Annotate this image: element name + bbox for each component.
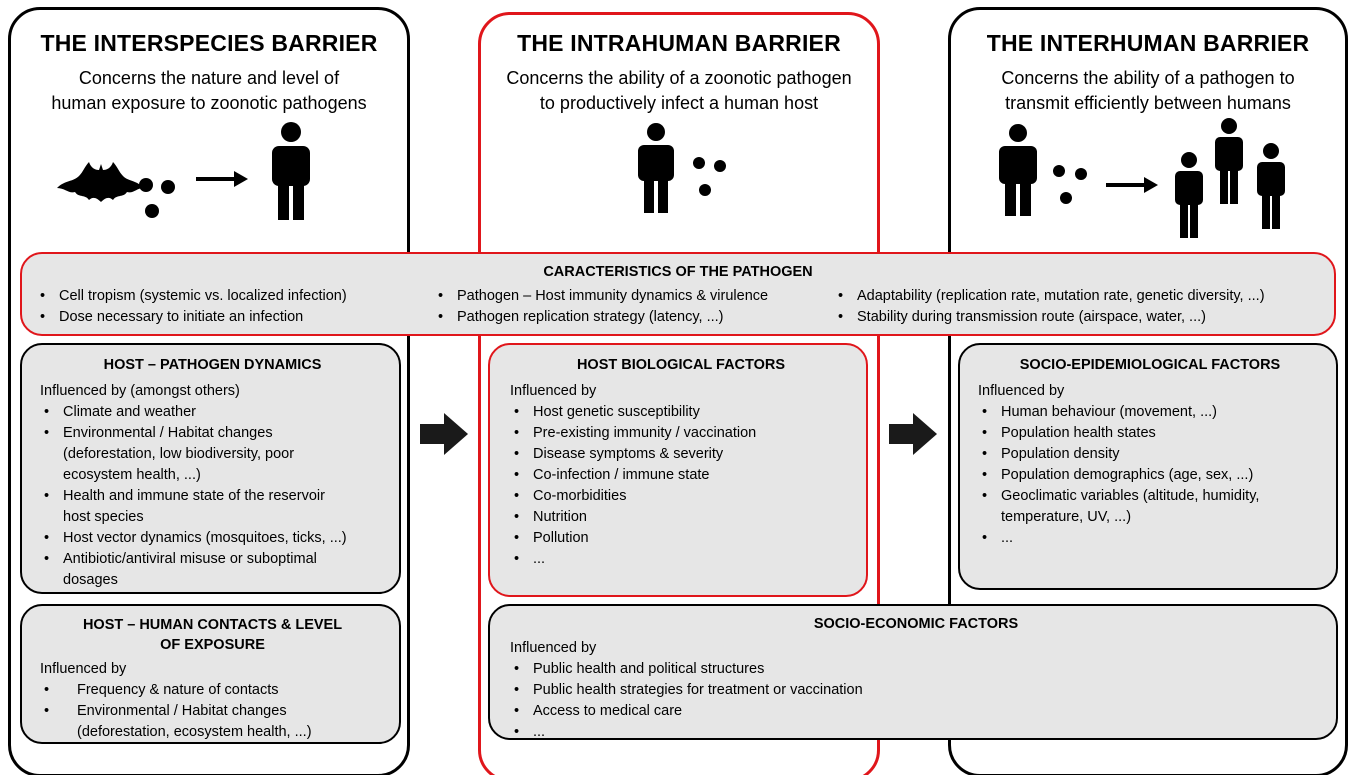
list-item: Pathogen replication strategy (latency, … [434, 307, 834, 328]
pathogen-list-col1: Cell tropism (systemic vs. localized inf… [36, 286, 434, 328]
pathogen-particle-icon [1053, 165, 1087, 204]
list-item: Public health strategies for treatment o… [510, 680, 1322, 701]
pathogen-characteristics-title: CARACTERISTICS OF THE PATHOGEN [543, 264, 813, 280]
person-icon [272, 122, 310, 220]
pathogen-characteristics-box: CARACTERISTICS OF THE PATHOGEN Cell trop… [20, 252, 1336, 336]
list-item: Climate and weather [40, 402, 385, 423]
list-item: Cell tropism (systemic vs. localized inf… [36, 286, 434, 307]
person-icon [1175, 152, 1203, 238]
host-pathogen-list: Climate and weather Environmental / Habi… [40, 402, 385, 591]
host-pathogen-dynamics-box: HOST – PATHOGEN DYNAMICS Influenced by (… [20, 343, 401, 594]
list-item: Population demographics (age, sex, ...) [978, 465, 1322, 486]
list-item: Pollution [510, 528, 852, 549]
list-item: Access to medical care [510, 701, 1322, 722]
list-item: Adaptability (replication rate, mutation… [834, 286, 1324, 307]
list-item: Population health states [978, 423, 1322, 444]
socio-epidemiological-factors-box: SOCIO-EPIDEMIOLOGICAL FACTORS Influenced… [958, 343, 1338, 590]
host-human-contacts-title: HOST – HUMAN CONTACTS & LEVEL OF EXPOSUR… [82, 617, 343, 653]
host-biological-intro: Influenced by [510, 383, 597, 399]
host-biological-factors-title: HOST BIOLOGICAL FACTORS [576, 357, 786, 373]
interspecies-title: THE INTERSPECIES BARRIER [40, 30, 378, 56]
socio-epidemiological-title: SOCIO-EPIDEMIOLOGICAL FACTORS [1019, 357, 1281, 373]
bat-icon [57, 162, 143, 202]
person-icon [1257, 143, 1285, 229]
host-human-contacts-box: HOST – HUMAN CONTACTS & LEVEL OF EXPOSUR… [20, 604, 401, 744]
list-item: ... [978, 528, 1322, 549]
socio-epidemiological-intro: Influenced by [978, 383, 1065, 399]
flow-arrow-icon [420, 413, 468, 455]
list-item: Host vector dynamics (mosquitoes, ticks,… [40, 528, 385, 549]
person-icon [638, 123, 674, 213]
list-item: ... [510, 722, 1322, 743]
flow-arrow-icon [889, 413, 937, 455]
socio-economic-title: SOCIO-ECONOMIC FACTORS [813, 616, 1019, 632]
list-item: Health and immune state of the reservoir… [40, 486, 385, 528]
pathogen-particle-icon [139, 178, 175, 218]
interspecies-subtitle: Concerns the nature and level of human e… [51, 68, 367, 113]
intrahuman-title: THE INTRAHUMAN BARRIER [517, 30, 841, 56]
list-item: Co-infection / immune state [510, 465, 852, 486]
person-icon [1215, 118, 1243, 204]
list-item: Environmental / Habitat changes(deforest… [40, 423, 385, 486]
right-arrow-icon [196, 171, 248, 187]
list-item: Nutrition [510, 507, 852, 528]
pathogen-particle-icon [693, 157, 726, 196]
socio-epidemiological-list: Human behaviour (movement, ...) Populati… [978, 402, 1322, 549]
list-item: ... [510, 549, 852, 570]
list-item: Pre-existing immunity / vaccination [510, 423, 852, 444]
list-item: Antibiotic/antiviral misuse or suboptima… [40, 549, 385, 591]
person-icon [999, 124, 1037, 216]
interhuman-subtitle: Concerns the ability of a pathogen to tr… [1001, 68, 1295, 113]
list-item: Frequency & nature of contacts [40, 680, 385, 701]
list-item: Host genetic susceptibility [510, 402, 852, 423]
list-item: Stability during transmission route (air… [834, 307, 1324, 328]
list-item: Environmental / Habitat changes(deforest… [40, 701, 385, 743]
list-item: Dose necessary to initiate an infection [36, 307, 434, 328]
list-item: Population density [978, 444, 1322, 465]
host-biological-list: Host genetic susceptibility Pre-existing… [510, 402, 852, 570]
pathogen-list-col3: Adaptability (replication rate, mutation… [834, 286, 1324, 328]
list-item: Geoclimatic variables (altitude, humidit… [978, 486, 1322, 528]
host-human-intro: Influenced by [40, 661, 127, 677]
intrahuman-subtitle: Concerns the ability of a zoonotic patho… [506, 68, 852, 113]
right-arrow-icon [1106, 177, 1158, 193]
socio-economic-factors-box: SOCIO-ECONOMIC FACTORS Influenced by Pub… [488, 604, 1338, 743]
host-pathogen-intro: Influenced by (amongst others) [40, 383, 240, 399]
pathogen-list-col2: Pathogen – Host immunity dynamics & viru… [434, 286, 834, 328]
socio-economic-list: Public health and political structures P… [510, 659, 1322, 743]
host-human-list: Frequency & nature of contacts Environme… [40, 680, 385, 743]
list-item: Public health and political structures [510, 659, 1322, 680]
list-item: Pathogen – Host immunity dynamics & viru… [434, 286, 834, 307]
list-item: Human behaviour (movement, ...) [978, 402, 1322, 423]
list-item: Disease symptoms & severity [510, 444, 852, 465]
host-pathogen-dynamics-title: HOST – PATHOGEN DYNAMICS [103, 357, 322, 373]
interhuman-title: THE INTERHUMAN BARRIER [986, 30, 1310, 56]
socio-economic-intro: Influenced by [510, 640, 597, 656]
host-biological-factors-box: HOST BIOLOGICAL FACTORS Influenced by Ho… [488, 343, 868, 597]
list-item: Co-morbidities [510, 486, 852, 507]
